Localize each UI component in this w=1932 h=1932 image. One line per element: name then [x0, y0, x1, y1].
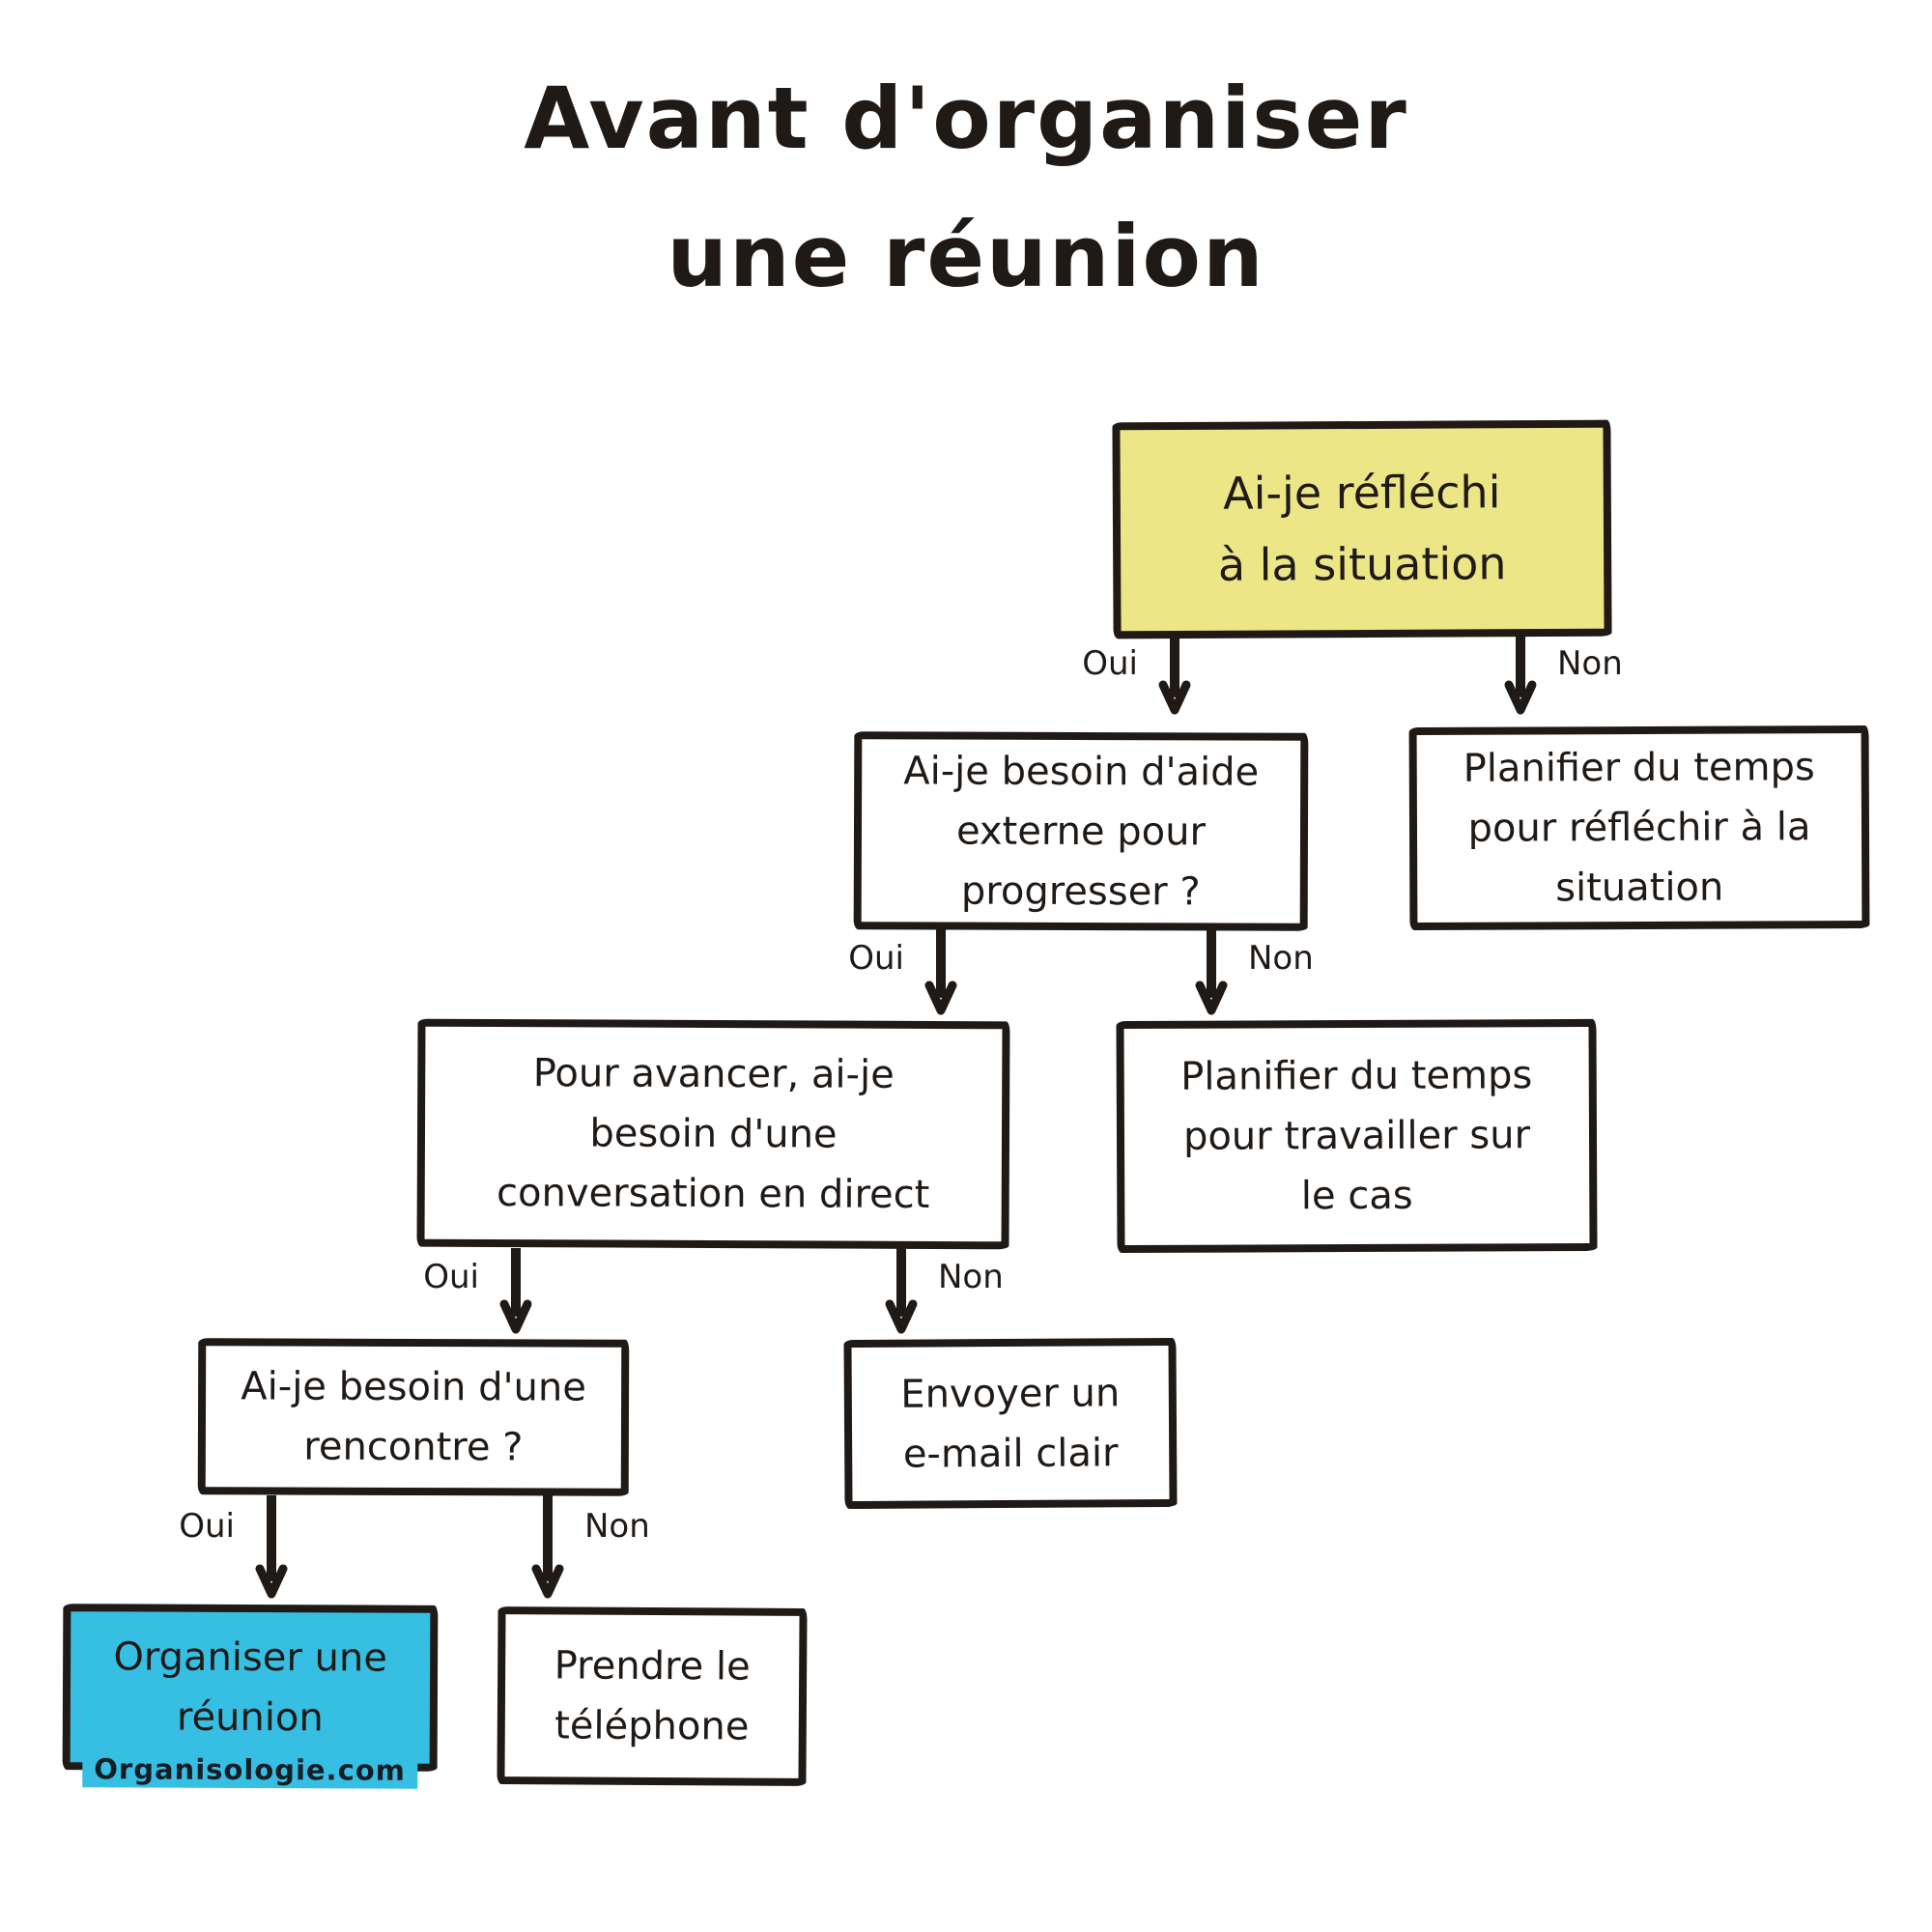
edge-label-non: Non — [1557, 644, 1623, 684]
node-text-line: pour travailler sur — [1182, 1113, 1531, 1159]
node-text-line: externe pour — [955, 809, 1207, 854]
node-text-line: Ai-je besoin d'une — [241, 1364, 586, 1410]
node-text-line: progresser ? — [960, 868, 1201, 914]
node-text-line: réunion — [176, 1694, 324, 1741]
node-text-line: Planifier du temps — [1463, 745, 1815, 791]
edge-label-oui: Oui — [848, 938, 904, 978]
arrow-q2-oui: Oui — [848, 929, 962, 1016]
node-text-line: Organiser une — [113, 1634, 387, 1681]
edge-label-oui: Oui — [1082, 644, 1138, 684]
arrow-down-icon — [1504, 637, 1537, 715]
arrow-q1-oui: Oui — [1082, 637, 1196, 716]
arrow-down-icon — [255, 1495, 288, 1599]
node-text-line: rencontre ? — [303, 1424, 524, 1470]
arrow-down-icon — [531, 1495, 564, 1599]
node-text-line: Ai-je réfléchi — [1223, 466, 1501, 521]
arrow-q4-oui: Oui — [179, 1495, 293, 1600]
node-text-line: le cas — [1300, 1173, 1413, 1219]
arrow-q4-non: Non — [526, 1495, 650, 1600]
arrow-down-icon — [1195, 929, 1228, 1015]
edge-label-non: Non — [938, 1257, 1004, 1296]
title-line-1: Avant d'organiser — [524, 69, 1408, 168]
node-organiser-une-reunion: Organiser une réunion Organisologie.com — [62, 1604, 439, 1789]
arrow-down-icon — [499, 1248, 532, 1334]
arrow-down-icon — [924, 929, 957, 1015]
edge-label-oui: Oui — [423, 1257, 479, 1296]
arrow-q3-non: Non — [880, 1248, 1004, 1335]
arrow-q2-non: Non — [1190, 929, 1314, 1016]
node-besoin-aide-externe: Ai-je besoin d'aide externe pour progres… — [853, 731, 1309, 931]
node-text-line: situation — [1555, 865, 1724, 911]
node-besoin-rencontre: Ai-je besoin d'une rencontre ? — [197, 1338, 630, 1496]
arrow-q3-oui: Oui — [423, 1248, 537, 1335]
title-line-2: une réunion — [667, 206, 1265, 306]
arrow-down-icon — [1158, 637, 1191, 715]
node-text-line: Prendre le — [554, 1643, 751, 1690]
node-pour-avancer-conversation: Pour avancer, ai-je besoin d'une convers… — [416, 1018, 1010, 1250]
edge-label-non: Non — [1248, 938, 1314, 978]
node-text-line: besoin d'une — [589, 1111, 838, 1157]
node-text-line: téléphone — [554, 1703, 750, 1749]
node-text-line: Pour avancer, ai-je — [532, 1051, 895, 1097]
node-prendre-le-telephone: Prendre le téléphone — [497, 1606, 808, 1786]
page-title: Avant d'organiser une réunion — [0, 50, 1932, 326]
node-text-line: Planifier du temps — [1180, 1053, 1533, 1099]
arrow-down-icon — [885, 1248, 918, 1334]
watermark-organisologie: Organisologie.com — [82, 1751, 418, 1789]
edge-label-non: Non — [584, 1507, 650, 1547]
node-text-line: à la situation — [1217, 537, 1507, 591]
node-planifier-temps-reflechir: Planifier du temps pour réfléchir à la s… — [1408, 724, 1870, 931]
edge-label-oui: Oui — [179, 1507, 235, 1547]
node-envoyer-email-clair: Envoyer un e-mail clair — [843, 1337, 1178, 1510]
node-text-line: conversation en direct — [496, 1171, 930, 1217]
node-planifier-temps-travailler: Planifier du temps pour travailler sur l… — [1116, 1018, 1598, 1254]
arrow-q1-non: Non — [1499, 637, 1623, 716]
node-text-line: Ai-je besoin d'aide — [903, 748, 1260, 795]
node-text-line: Envoyer un — [900, 1370, 1121, 1417]
node-text-line: pour réfléchir à la — [1467, 805, 1811, 851]
node-ai-je-reflechi-situation: Ai-je réfléchi à la situation — [1112, 419, 1612, 639]
node-text-line: e-mail clair — [902, 1430, 1119, 1477]
